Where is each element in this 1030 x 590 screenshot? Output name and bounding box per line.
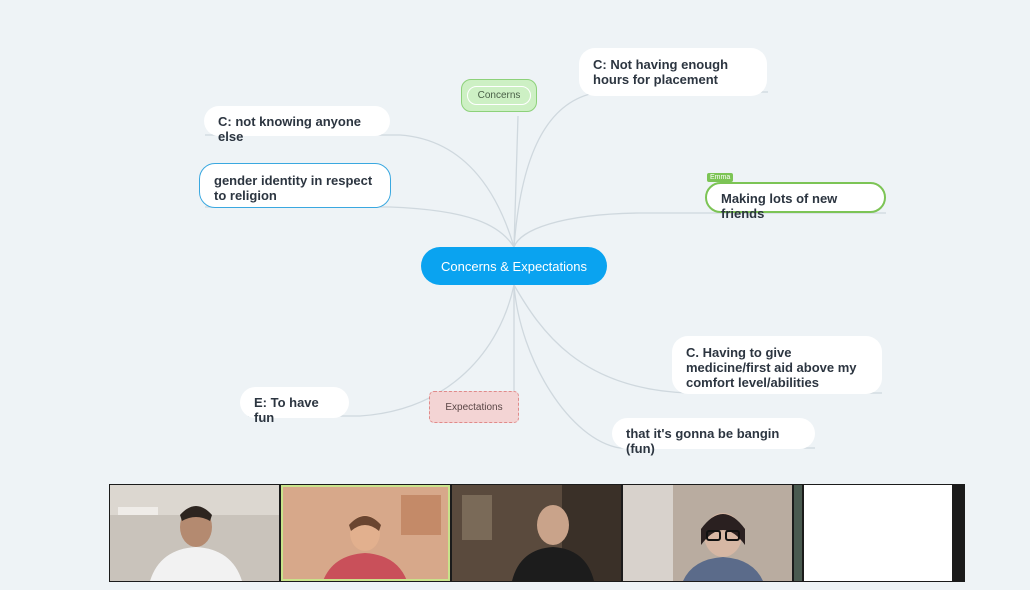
video-tile-participant-4[interactable]: [623, 485, 792, 581]
node-label: E: To have fun: [254, 395, 319, 425]
concerns-tag[interactable]: Concerns: [461, 79, 537, 112]
node-gender-identity[interactable]: gender identity in respect to religion: [199, 163, 391, 208]
node-label: Making lots of new friends: [721, 191, 838, 221]
expectations-tag[interactable]: Expectations: [429, 391, 519, 423]
video-tile-participant-3[interactable]: [452, 485, 621, 581]
node-label: C. Having to give medicine/first aid abo…: [686, 345, 857, 390]
connector-lines: [205, 91, 886, 449]
video-strip-separator: [794, 485, 802, 581]
concerns-tag-label: Concerns: [466, 86, 532, 105]
expectations-tag-label: Expectations: [445, 401, 503, 413]
mindmap-canvas[interactable]: Concerns C: Not having enough hours for …: [0, 0, 1030, 480]
video-tile-participant-2[interactable]: [281, 485, 450, 581]
video-tile-participant-5[interactable]: [804, 485, 952, 581]
node-not-enough-hours[interactable]: C: Not having enough hours for placement: [579, 48, 767, 96]
central-topic-label: Concerns & Expectations: [441, 258, 587, 274]
node-label: C: not knowing anyone else: [218, 114, 361, 144]
author-badge: Emma: [707, 173, 734, 182]
central-topic[interactable]: Concerns & Expectations: [421, 247, 607, 285]
node-medicine-first-aid[interactable]: C. Having to give medicine/first aid abo…: [672, 336, 882, 394]
video-tile-participant-1[interactable]: [110, 485, 279, 581]
node-new-friends[interactable]: Making lots of new friends: [705, 182, 886, 221]
node-label: that it's gonna be bangin (fun): [626, 426, 780, 456]
node-not-knowing-anyone[interactable]: C: not knowing anyone else: [204, 106, 390, 144]
video-call-strip: [109, 484, 965, 582]
node-label: C: Not having enough hours for placement: [593, 57, 729, 87]
node-label: gender identity in respect to religion: [214, 173, 373, 203]
node-gonna-be-bangin[interactable]: that it's gonna be bangin (fun): [612, 418, 815, 456]
node-to-have-fun[interactable]: E: To have fun: [240, 387, 349, 425]
